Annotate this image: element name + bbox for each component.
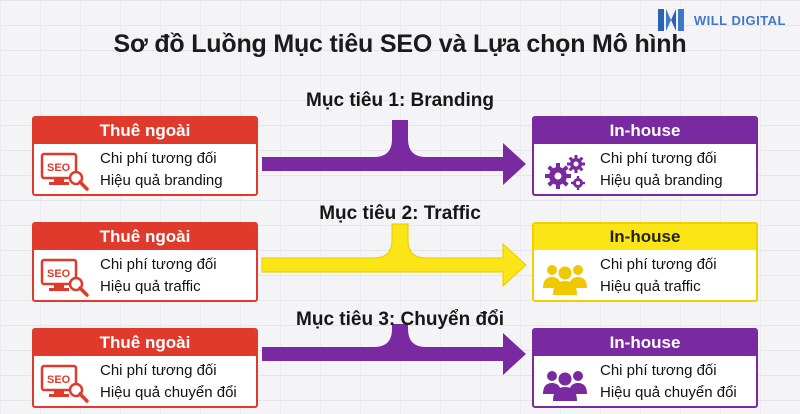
card-effect-text: Hiệu quả chuyển đổi — [100, 384, 237, 401]
gears-icon — [545, 155, 585, 190]
card-title: Thuê ngoài — [34, 224, 256, 250]
card-outsource-goal-1: Thuê ngoài SEO Chi phí tương đối Hiệu qu… — [32, 116, 258, 196]
card-inhouse-goal-2: In-house Chi phí tương đối Hiệu quả traf… — [532, 222, 758, 302]
card-title: In-house — [534, 224, 756, 250]
seo-magnifier-icon: SEO — [40, 364, 89, 403]
goal-2-label: Mục tiêu 2: Traffic — [319, 203, 481, 224]
connector-goal-2 — [261, 223, 527, 288]
connector-goal-3 — [262, 324, 526, 375]
card-effect-text: Hiệu quả traffic — [600, 278, 701, 295]
connector-goal-1 — [262, 120, 526, 185]
goal-1-label: Mục tiêu 1: Branding — [306, 90, 494, 111]
card-cost-text: Chi phí tương đối — [100, 256, 217, 273]
card-inhouse-goal-3: In-house Chi phí tương đối Hiệu quả chuy… — [532, 328, 758, 408]
team-icon — [543, 265, 587, 295]
brand-name: WILL DIGITAL — [693, 12, 786, 28]
card-cost-text: Chi phí tương đối — [600, 256, 717, 273]
svg-text:SEO: SEO — [47, 162, 71, 174]
svg-text:SEO: SEO — [47, 374, 71, 386]
card-cost-text: Chi phí tương đối — [600, 362, 717, 379]
card-effect-text: Hiệu quả chuyển đổi — [600, 384, 737, 401]
card-outsource-goal-3: Thuê ngoài SEO Chi phí tương đối Hiệu qu… — [32, 328, 258, 408]
team-icon — [543, 371, 587, 401]
page-title: Sơ đồ Luồng Mục tiêu SEO và Lựa chọn Mô … — [113, 30, 687, 58]
goal-3-label: Mục tiêu 3: Chuyển đổi — [296, 309, 504, 330]
svg-text:SEO: SEO — [47, 268, 71, 280]
brand-mark-icon — [657, 9, 684, 31]
card-cost-text: Chi phí tương đối — [600, 150, 717, 167]
seo-magnifier-icon: SEO — [40, 152, 89, 191]
card-title: In-house — [534, 330, 756, 356]
card-effect-text: Hiệu quả traffic — [100, 278, 201, 295]
card-cost-text: Chi phí tương đối — [100, 362, 217, 379]
seo-magnifier-icon: SEO — [40, 258, 89, 297]
card-effect-text: Hiệu quả branding — [100, 172, 223, 189]
card-title: Thuê ngoài — [34, 330, 256, 356]
brand-logo: WILL DIGITAL — [654, 6, 786, 34]
card-effect-text: Hiệu quả branding — [600, 172, 723, 189]
card-cost-text: Chi phí tương đối — [100, 150, 217, 167]
card-title: Thuê ngoài — [34, 118, 256, 144]
card-outsource-goal-2: Thuê ngoài SEO Chi phí tương đối Hiệu qu… — [32, 222, 258, 302]
card-title: In-house — [534, 118, 756, 144]
card-inhouse-goal-1: In-house — [532, 116, 758, 196]
